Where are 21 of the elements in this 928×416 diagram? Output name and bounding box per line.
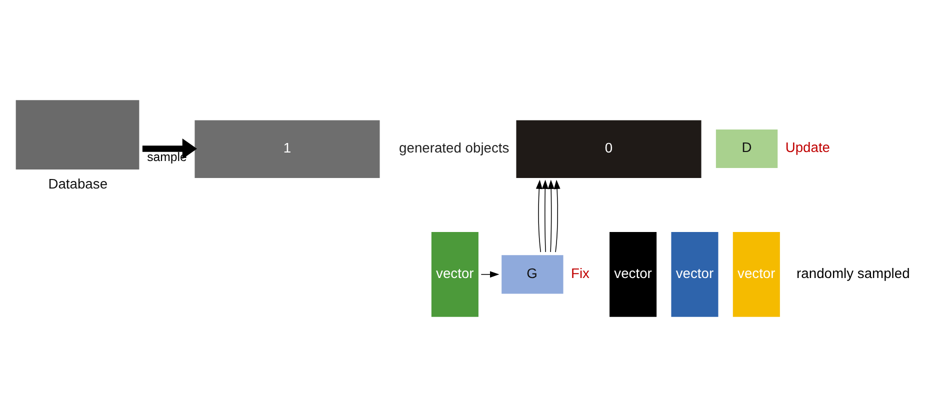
- arrow: [554, 179, 560, 252]
- label: randomly sampled: [796, 264, 910, 280]
- edge-label: sample: [147, 149, 187, 164]
- arrow: [480, 270, 500, 278]
- arrow: [542, 179, 548, 252]
- node-label: Database: [48, 174, 108, 191]
- node-box: vector: [431, 232, 478, 316]
- node-box: 1: [194, 120, 380, 178]
- node-box: D: [716, 128, 778, 168]
- node-box: G: [502, 254, 564, 294]
- node-label: generated objects: [399, 139, 510, 156]
- node-label: Update: [785, 138, 830, 155]
- node-box: vector: [610, 232, 657, 316]
- arrow: [142, 138, 197, 158]
- node-box: [16, 100, 140, 170]
- arrow: [536, 179, 542, 252]
- node-box: vector: [671, 232, 718, 316]
- node-label: Fix: [570, 264, 590, 280]
- arrow: [548, 179, 554, 252]
- node-box: 0: [516, 120, 702, 178]
- node-box: vector: [732, 232, 780, 316]
